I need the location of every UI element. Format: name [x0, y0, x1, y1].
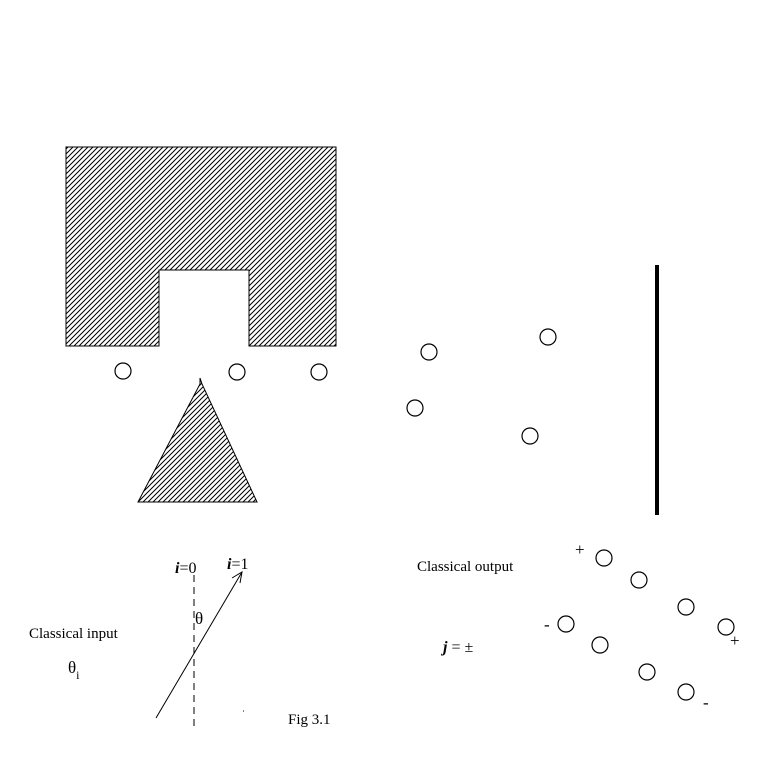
particle-circle [557, 615, 575, 633]
arrowhead [231, 571, 243, 584]
input-direction-arrow-line [155, 571, 243, 719]
particle-circle [114, 362, 132, 380]
classical-input-label: Classical input [29, 626, 119, 642]
particle-circle [228, 363, 246, 381]
minus-sign-bottom: - [703, 693, 709, 712]
theta-i-label: θi [68, 658, 80, 682]
particle-circle [638, 663, 656, 681]
particle-circle [630, 571, 648, 589]
hatched-block [65, 146, 337, 347]
figure-caption: Fig 3.1 [288, 712, 331, 728]
particle-circle [677, 683, 695, 701]
i-one-label: i=1 [227, 556, 248, 573]
theta-symbol: θ [195, 609, 203, 628]
particle-circle [595, 549, 613, 567]
particle-circle [717, 618, 735, 636]
particle-circle [406, 399, 424, 417]
i-zero-label: i=0 [175, 560, 196, 577]
particle-circle [420, 343, 438, 361]
minus-sign-left: - [544, 615, 550, 634]
classical-output-label: Classical output [417, 559, 514, 575]
particle-circle [539, 328, 557, 346]
plus-sign-right: + [730, 631, 740, 650]
particle-circle [591, 636, 609, 654]
hatched-triangle [137, 377, 258, 503]
particle-circle [677, 598, 695, 616]
particle-circle [310, 363, 328, 381]
j-value-label: j = ± [440, 639, 473, 656]
plus-sign-top: + [575, 540, 585, 559]
particle-circle [521, 427, 539, 445]
